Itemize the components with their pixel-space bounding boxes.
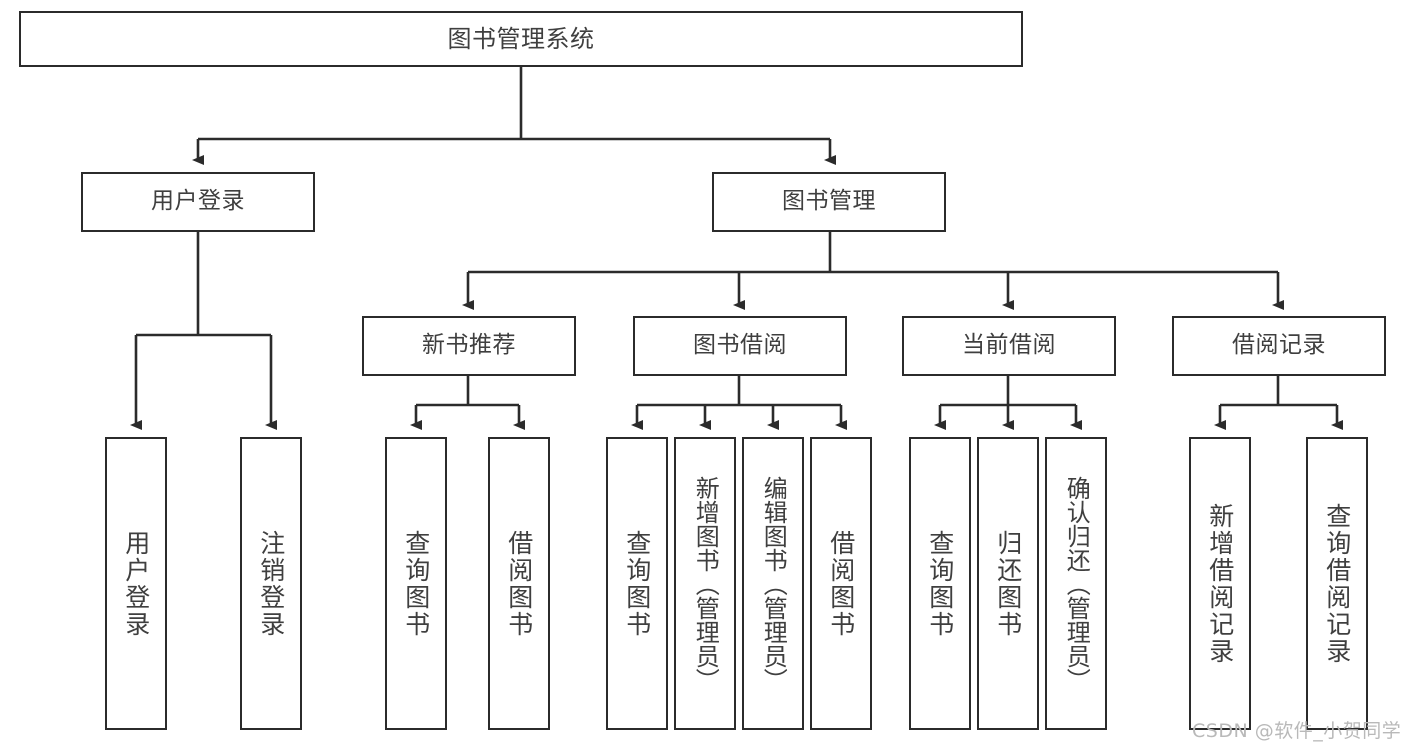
leaf-user-login-2-label: 注销登录: [256, 529, 286, 638]
leaf-book-borrow-4-label: 借阅图书: [826, 529, 856, 638]
leaf-current-borrow-1[interactable]: 查询图书: [909, 437, 971, 730]
node-new-book-recommend-label: 新书推荐: [422, 332, 516, 359]
leaf-borrow-record-2[interactable]: 查询借阅记录: [1306, 437, 1368, 730]
node-user-login-label: 用户登录: [151, 188, 245, 215]
node-book-management-label: 图书管理: [782, 188, 876, 215]
node-borrow-record-label: 借阅记录: [1232, 332, 1326, 359]
leaf-book-borrow-3-label: 编辑图书（管理员）: [759, 475, 788, 692]
leaf-user-login-1[interactable]: 用户登录: [105, 437, 167, 730]
leaf-book-borrow-1[interactable]: 查询图书: [606, 437, 668, 730]
leaf-current-borrow-2[interactable]: 归还图书: [977, 437, 1039, 730]
leaf-current-borrow-2-label: 归还图书: [993, 529, 1023, 638]
leaf-new-book-1[interactable]: 查询图书: [385, 437, 447, 730]
leaf-book-borrow-4[interactable]: 借阅图书: [810, 437, 872, 730]
leaf-book-borrow-2-label: 新增图书（管理员）: [691, 475, 720, 692]
leaf-borrow-record-1[interactable]: 新增借阅记录: [1189, 437, 1251, 730]
leaf-user-login-2[interactable]: 注销登录: [240, 437, 302, 730]
node-book-borrow-label: 图书借阅: [693, 332, 787, 359]
node-book-borrow[interactable]: 图书借阅: [633, 316, 847, 376]
node-root[interactable]: 图书管理系统: [19, 11, 1023, 67]
node-user-login[interactable]: 用户登录: [81, 172, 315, 232]
node-new-book-recommend[interactable]: 新书推荐: [362, 316, 576, 376]
leaf-current-borrow-1-label: 查询图书: [925, 529, 955, 638]
node-root-label: 图书管理系统: [447, 24, 595, 53]
leaf-new-book-2-label: 借阅图书: [504, 529, 534, 638]
leaf-book-borrow-3[interactable]: 编辑图书（管理员）: [742, 437, 804, 730]
leaf-new-book-2[interactable]: 借阅图书: [488, 437, 550, 730]
leaf-book-borrow-1-label: 查询图书: [622, 529, 652, 638]
node-current-borrow-label: 当前借阅: [962, 332, 1056, 359]
csdn-watermark: CSDN @软件_小贺同学: [1192, 720, 1402, 742]
leaf-book-borrow-2[interactable]: 新增图书（管理员）: [674, 437, 736, 730]
leaf-current-borrow-3[interactable]: 确认归还（管理员）: [1045, 437, 1107, 730]
leaf-borrow-record-2-label: 查询借阅记录: [1322, 502, 1352, 665]
leaf-borrow-record-1-label: 新增借阅记录: [1205, 502, 1235, 665]
leaf-new-book-1-label: 查询图书: [401, 529, 431, 638]
node-borrow-record[interactable]: 借阅记录: [1172, 316, 1386, 376]
leaf-user-login-1-label: 用户登录: [121, 529, 151, 638]
leaf-current-borrow-3-label: 确认归还（管理员）: [1062, 475, 1091, 692]
node-book-management[interactable]: 图书管理: [712, 172, 946, 232]
node-current-borrow[interactable]: 当前借阅: [902, 316, 1116, 376]
